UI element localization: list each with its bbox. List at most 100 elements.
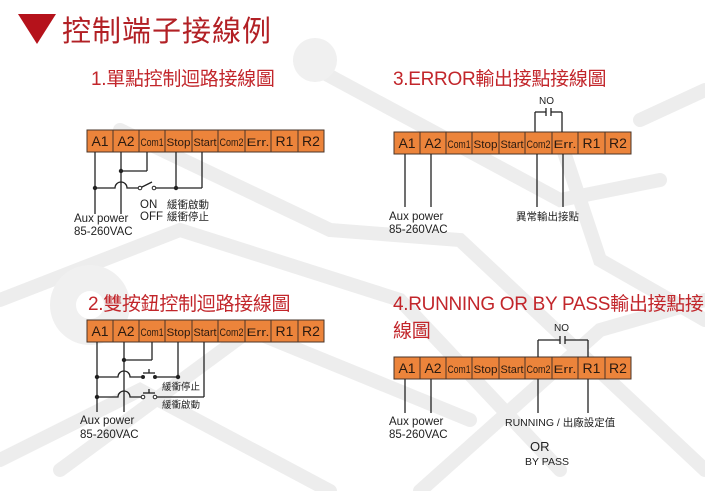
- voltage-label: 85-260VAC: [389, 224, 448, 236]
- terminal-a1: A1: [393, 356, 421, 380]
- aux-power-label: Aux power: [389, 416, 444, 428]
- page-title: 控制端子接線例: [62, 14, 273, 48]
- terminal-com2: Com2: [524, 356, 553, 380]
- terminal-com2: Com2: [217, 129, 246, 153]
- terminal-label: A1: [91, 323, 108, 339]
- section-3-title: 3.ERROR輸出接點接線圖: [393, 69, 607, 90]
- terminal-stop: Stop: [471, 356, 500, 380]
- terminal-label: Start: [194, 137, 217, 149]
- terminal-a2: A2: [112, 319, 140, 343]
- terminal-r1: R1: [577, 356, 606, 380]
- terminal-label: A2: [117, 133, 134, 149]
- terminal-label: A2: [424, 360, 441, 376]
- terminal-label: R2: [302, 133, 320, 149]
- terminal-com2: Com2: [524, 131, 553, 155]
- no-label: NO: [554, 323, 569, 334]
- aux-power-label: Aux power: [74, 213, 129, 225]
- terminal-err: Err.: [551, 131, 579, 155]
- off-label: OFF: [140, 211, 163, 223]
- terminal-start: Start: [191, 319, 219, 343]
- terminal-r1: R1: [270, 319, 299, 343]
- terminal-r1: R1: [270, 129, 299, 153]
- terminal-err: Err.: [244, 319, 272, 343]
- terminal-com1: Com1: [445, 131, 473, 155]
- terminal-label: R1: [583, 135, 601, 151]
- terminal-a1: A1: [393, 131, 421, 155]
- terminal-r2: R2: [297, 319, 325, 343]
- terminal-label: A2: [117, 323, 134, 339]
- terminal-label: Com2: [527, 364, 551, 376]
- terminal-label: Start: [501, 364, 524, 376]
- terminal-label: Com2: [527, 139, 551, 151]
- terminal-label: Start: [501, 139, 524, 151]
- terminal-r1: R1: [577, 131, 606, 155]
- aux-power-label: Aux power: [80, 415, 135, 427]
- terminal-label: Com1: [448, 139, 471, 151]
- terminal-stop: Stop: [164, 129, 193, 153]
- voltage-label: 85-260VAC: [389, 429, 448, 441]
- voltage-label: 85-260VAC: [80, 429, 139, 441]
- page-header: 控制端子接線例: [18, 8, 272, 50]
- terminal-err: Err.: [551, 356, 579, 380]
- terminal-a2: A2: [419, 356, 447, 380]
- terminal-label: A1: [398, 360, 415, 376]
- soft-stop-label: 緩衝停止: [162, 381, 201, 393]
- soft-start-label: 緩衝啟動: [167, 198, 209, 211]
- or-label: OR: [530, 439, 550, 454]
- terminal-r2: R2: [604, 131, 632, 155]
- terminal-label: Err.: [554, 139, 577, 151]
- terminal-label: Err.: [247, 137, 270, 149]
- triangle-down-icon: [18, 14, 56, 44]
- terminal-start: Start: [191, 129, 219, 153]
- section-4-title: 4.RUNNING OR BY PASS輸出接點接線圖: [393, 294, 704, 342]
- terminal-label: Com2: [220, 327, 244, 339]
- section-1-title: 1.單點控制迴路接線圖: [91, 69, 275, 90]
- terminal-com1: Com1: [445, 356, 473, 380]
- soft-stop-label: 緩衝停止: [167, 210, 209, 223]
- terminal-label: Stop: [474, 364, 498, 376]
- terminal-label: Stop: [167, 327, 191, 339]
- terminal-label: Com2: [220, 137, 244, 149]
- terminal-start: Start: [498, 356, 526, 380]
- on-label: ON: [140, 199, 157, 211]
- terminal-r2: R2: [604, 356, 632, 380]
- terminal-a1: A1: [86, 319, 114, 343]
- terminal-label: Stop: [474, 139, 498, 151]
- terminal-label: Stop: [167, 137, 191, 149]
- aux-power-label: Aux power: [389, 211, 444, 223]
- error-contact-label: 異常輸出接點: [516, 210, 579, 223]
- terminal-label: R2: [302, 323, 320, 339]
- terminal-label: A1: [91, 133, 108, 149]
- terminal-label: R1: [583, 360, 601, 376]
- terminal-label: Com1: [141, 137, 164, 149]
- no-label: NO: [539, 96, 554, 107]
- terminal-label: Err.: [554, 364, 577, 376]
- terminal-com2: Com2: [217, 319, 246, 343]
- terminal-label: Start: [194, 327, 217, 339]
- terminal-err: Err.: [244, 129, 272, 153]
- running-label: RUNNING / 出廠設定值: [505, 416, 616, 429]
- voltage-label: 85-260VAC: [74, 226, 133, 238]
- bypass-label: BY PASS: [525, 456, 569, 468]
- terminal-start: Start: [498, 131, 526, 155]
- terminal-label: Err.: [247, 327, 270, 339]
- terminal-label: R1: [276, 133, 294, 149]
- terminal-label: A1: [398, 135, 415, 151]
- terminal-label: Com1: [448, 364, 471, 376]
- terminal-r2: R2: [297, 129, 325, 153]
- terminal-stop: Stop: [164, 319, 193, 343]
- terminal-label: R2: [609, 360, 627, 376]
- soft-start-label: 緩衝啟動: [162, 399, 200, 411]
- terminal-a1: A1: [86, 129, 114, 153]
- terminal-label: R1: [276, 323, 294, 339]
- terminal-label: A2: [424, 135, 441, 151]
- terminal-a2: A2: [112, 129, 140, 153]
